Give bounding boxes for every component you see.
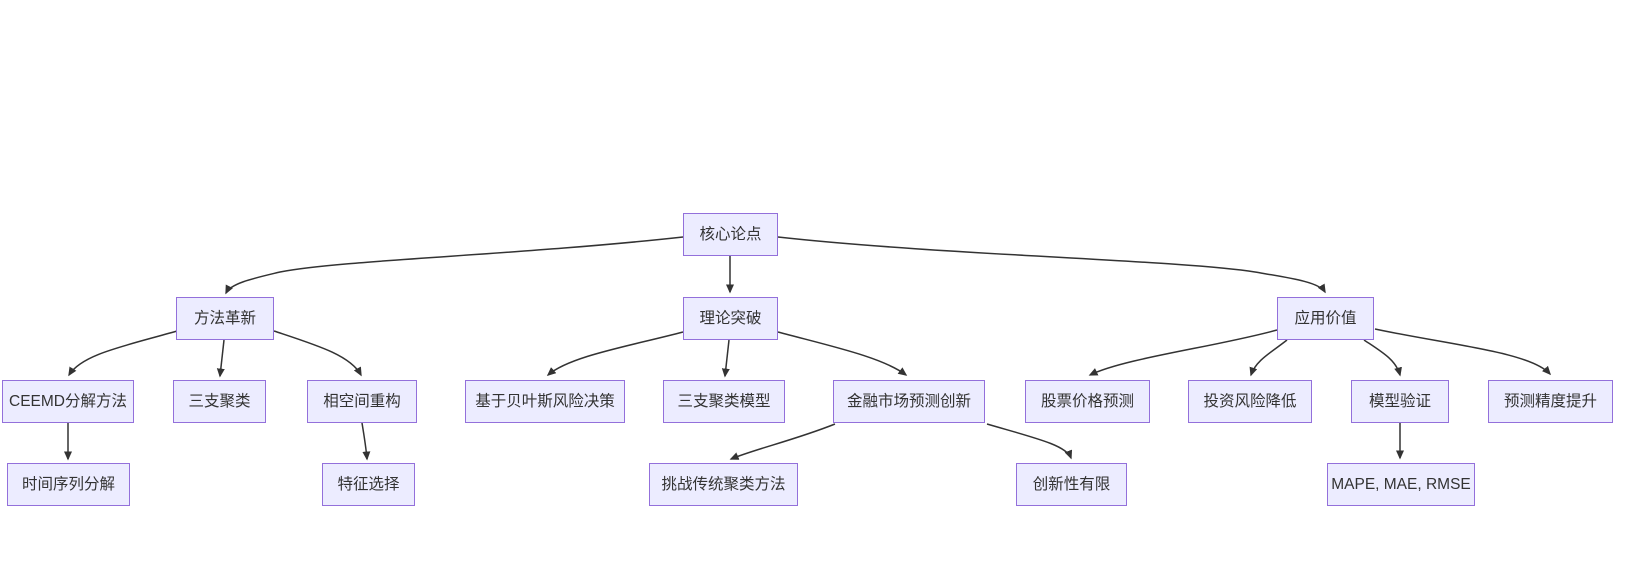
edge-theory-to-bayes <box>546 331 684 376</box>
node-label-invest: 投资风险降低 <box>1203 392 1297 410</box>
node-label-metrics: MAPE, MAE, RMSE <box>1331 475 1471 493</box>
node-finance: 金融市场预测创新 <box>833 380 985 423</box>
node-theory: 理论突破 <box>683 297 778 340</box>
node-label-theory: 理论突破 <box>699 309 762 327</box>
edge-application-to-invest <box>1249 339 1288 377</box>
node-label-stock: 股票价格预测 <box>1040 392 1134 410</box>
node-label-phase: 相空间重构 <box>323 392 401 410</box>
node-label-limited: 创新性有限 <box>1032 475 1111 493</box>
edge-finance-to-limited <box>986 423 1073 460</box>
node-label-root: 核心论点 <box>699 225 762 243</box>
node-label-challenge: 挑战传统聚类方法 <box>661 475 786 493</box>
node-label-twcmodel: 三支聚类模型 <box>677 392 771 410</box>
node-label-ceemd: CEEMD分解方法 <box>9 392 127 410</box>
node-modelval: 模型验证 <box>1351 380 1449 423</box>
node-precision: 预测精度提升 <box>1488 380 1613 423</box>
node-label-finance: 金融市场预测创新 <box>846 392 971 410</box>
node-label-application: 应用价值 <box>1294 309 1357 327</box>
edge-root-to-application <box>777 236 1326 294</box>
edge-method-to-ceemd <box>68 330 178 377</box>
edge-application-to-precision <box>1374 328 1552 376</box>
edge-theory-to-twcmodel <box>721 339 730 378</box>
node-label-feature: 特征选择 <box>337 475 400 493</box>
edge-method-to-threeway <box>216 339 225 378</box>
node-label-method: 方法革新 <box>193 309 256 327</box>
node-label-bayes: 基于贝叶斯风险决策 <box>475 392 615 410</box>
node-twcmodel: 三支聚类模型 <box>663 380 785 423</box>
edge-application-to-stock <box>1088 329 1278 376</box>
edge-root-to-method <box>225 236 684 295</box>
node-challenge: 挑战传统聚类方法 <box>649 463 798 506</box>
edge-phase-to-feature <box>361 422 371 461</box>
node-limited: 创新性有限 <box>1016 463 1127 506</box>
node-stock: 股票价格预测 <box>1025 380 1150 423</box>
node-ceemd: CEEMD分解方法 <box>2 380 134 423</box>
edge-application-to-modelval <box>1363 339 1402 377</box>
node-label-modelval: 模型验证 <box>1368 392 1431 410</box>
node-label-tsdecomp: 时间序列分解 <box>21 475 115 493</box>
node-invest: 投资风险降低 <box>1188 380 1312 423</box>
node-label-precision: 预测精度提升 <box>1503 392 1597 410</box>
node-phase: 相空间重构 <box>307 380 417 423</box>
edge-method-to-phase <box>273 330 362 377</box>
node-feature: 特征选择 <box>322 463 415 506</box>
node-root: 核心论点 <box>683 213 778 256</box>
node-label-threeway: 三支聚类 <box>188 392 251 410</box>
node-tsdecomp: 时间序列分解 <box>7 463 130 506</box>
node-application: 应用价值 <box>1277 297 1374 340</box>
node-metrics: MAPE, MAE, RMSE <box>1327 463 1475 506</box>
node-threeway: 三支聚类 <box>173 380 266 423</box>
edge-theory-to-finance <box>777 331 908 376</box>
node-bayes: 基于贝叶斯风险决策 <box>465 380 625 423</box>
node-method: 方法革新 <box>176 297 274 340</box>
edge-finance-to-challenge <box>729 423 836 460</box>
